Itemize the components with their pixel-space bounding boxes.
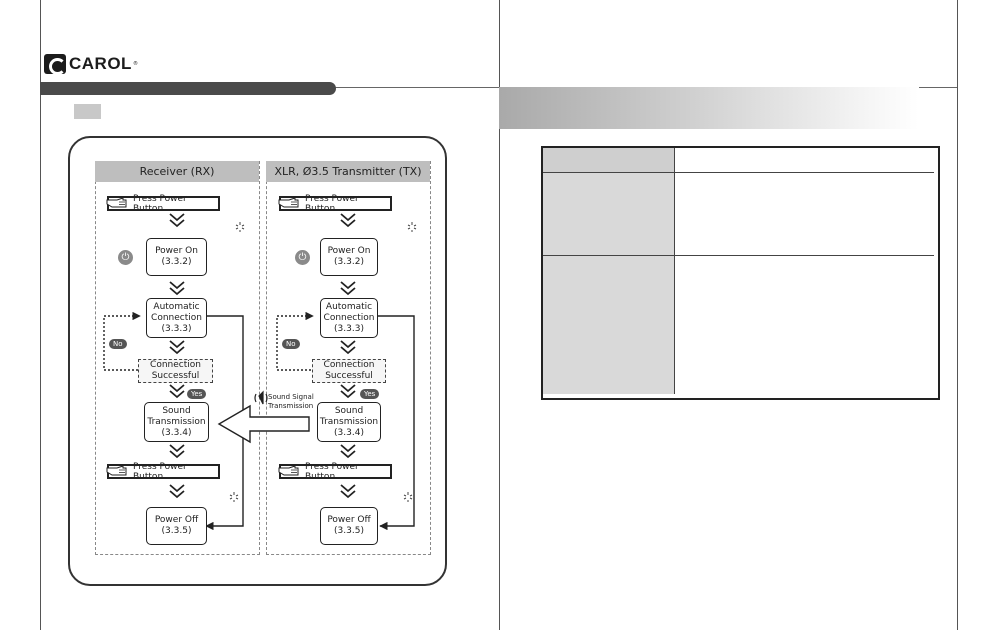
rx-press-power-button-top: Press Power Button: [106, 193, 220, 214]
tx-conn-line2: Successful: [325, 371, 373, 381]
hand-pointer-icon: [278, 465, 299, 476]
rx-auto-line2: Connection: [151, 312, 202, 323]
tx-auto-line1: Automatic: [325, 301, 373, 312]
spec-table: [541, 146, 940, 400]
tx-column-header: XLR, Ø3.5 Transmitter (TX): [266, 161, 430, 182]
rx-loading-icon-bottom: [229, 492, 239, 502]
table-header-left-cell: [543, 148, 675, 173]
tx-sound-line2: Transmission: [319, 416, 379, 427]
tx-press-power-button-top: Press Power Button: [278, 193, 392, 214]
tx-press-power-label-top: Press Power Button: [305, 193, 359, 214]
tx-power-off-line2: (3.3.5): [334, 526, 364, 536]
center-fold-line: [499, 0, 500, 630]
tx-power-on-line2: (3.3.2): [334, 257, 364, 267]
rx-loading-icon-top: [235, 222, 245, 232]
sound-signal-label: Sound Signal Transmission: [268, 393, 314, 411]
hand-pointer-icon: [106, 197, 127, 208]
carol-logo-icon: [44, 54, 66, 75]
rx-power-off-box: Power Off (3.3.5): [146, 507, 207, 545]
section-number-box: [74, 104, 101, 119]
rx-connection-successful-box: Connection Successful: [138, 359, 213, 383]
table-row1-left-cell: [543, 173, 675, 256]
table-row2-right-cell: [675, 256, 934, 394]
rx-no-badge: No: [109, 339, 127, 349]
tx-power-off-box: Power Off (3.3.5): [320, 507, 378, 545]
rx-yes-badge: Yes: [187, 389, 207, 399]
speaker-signal-icon: [254, 390, 268, 405]
tx-sound-transmission-box: Sound Transmission (3.3.4): [317, 402, 381, 442]
hand-pointer-icon: [106, 465, 127, 476]
hand-pointer-icon: [278, 197, 299, 208]
rx-press-power-label-bottom: Press Power Button: [133, 461, 187, 482]
rx-column-header: Receiver (RX): [95, 161, 259, 182]
retry-loops: [103, 311, 314, 371]
rx-power-on-line1: Power On: [155, 246, 198, 256]
rx-sound-line3: (3.3.4): [161, 427, 192, 438]
brand-logo: CAROL ®: [44, 54, 138, 75]
table-row2-left-cell: [543, 256, 675, 394]
rx-press-power-button-bottom: Press Power Button: [106, 461, 220, 482]
tx-press-power-label-bottom: Press Power Button: [305, 461, 359, 482]
sound-signal-line1: Sound Signal: [268, 393, 314, 401]
tx-auto-line2: Connection: [323, 312, 375, 323]
tx-auto-line3: (3.3.3): [334, 323, 364, 334]
tx-loading-icon-bottom: [403, 492, 413, 502]
left-margin-line: [40, 0, 41, 630]
rx-conn-line2: Successful: [151, 371, 200, 381]
tx-conn-line1: Connection: [323, 360, 375, 370]
rx-power-on-line2: (3.3.2): [161, 257, 192, 267]
rx-sound-line1: Sound: [162, 405, 191, 416]
tx-auto-connection-box: Automatic Connection (3.3.3): [320, 298, 378, 338]
tx-no-badge: No: [282, 339, 300, 349]
sound-signal-arrow: [217, 404, 310, 444]
flow-chevrons: [169, 213, 356, 499]
rx-sound-transmission-box: Sound Transmission (3.3.4): [144, 402, 209, 442]
brand-registered-mark: ®: [132, 61, 138, 67]
tx-connection-successful-box: Connection Successful: [312, 359, 386, 383]
rx-power-off-line2: (3.3.5): [161, 526, 192, 536]
rx-auto-connection-box: Automatic Connection (3.3.3): [146, 298, 207, 338]
tx-power-icon: ⏻: [295, 250, 310, 265]
right-section-header-bar: [499, 87, 919, 129]
rx-auto-line1: Automatic: [153, 301, 200, 312]
table-row1-right-cell: [675, 173, 934, 256]
rx-auto-line3: (3.3.3): [161, 323, 192, 334]
table-header-right-cell: [675, 148, 934, 173]
sound-signal-line2: Transmission: [268, 402, 314, 410]
rx-power-off-line1: Power Off: [154, 515, 199, 525]
right-margin-line: [957, 0, 958, 630]
tx-sound-line1: Sound: [334, 405, 364, 416]
tx-power-off-line1: Power Off: [327, 515, 371, 525]
tx-yes-badge: Yes: [360, 389, 380, 399]
tx-press-power-button-bottom: Press Power Button: [278, 461, 392, 482]
tx-power-on-line1: Power On: [327, 246, 371, 256]
rx-power-on-box: Power On (3.3.2): [146, 238, 207, 276]
tx-power-on-box: Power On (3.3.2): [320, 238, 378, 276]
tx-sound-line3: (3.3.4): [334, 427, 364, 438]
brand-name: CAROL: [69, 54, 132, 73]
section-header-bar: [40, 82, 336, 95]
rx-press-power-label-top: Press Power Button: [133, 193, 187, 214]
tx-loading-icon-top: [407, 222, 417, 232]
rx-power-icon: ⏻: [118, 250, 133, 265]
rx-sound-line2: Transmission: [147, 416, 206, 427]
rx-conn-line1: Connection: [150, 360, 201, 370]
